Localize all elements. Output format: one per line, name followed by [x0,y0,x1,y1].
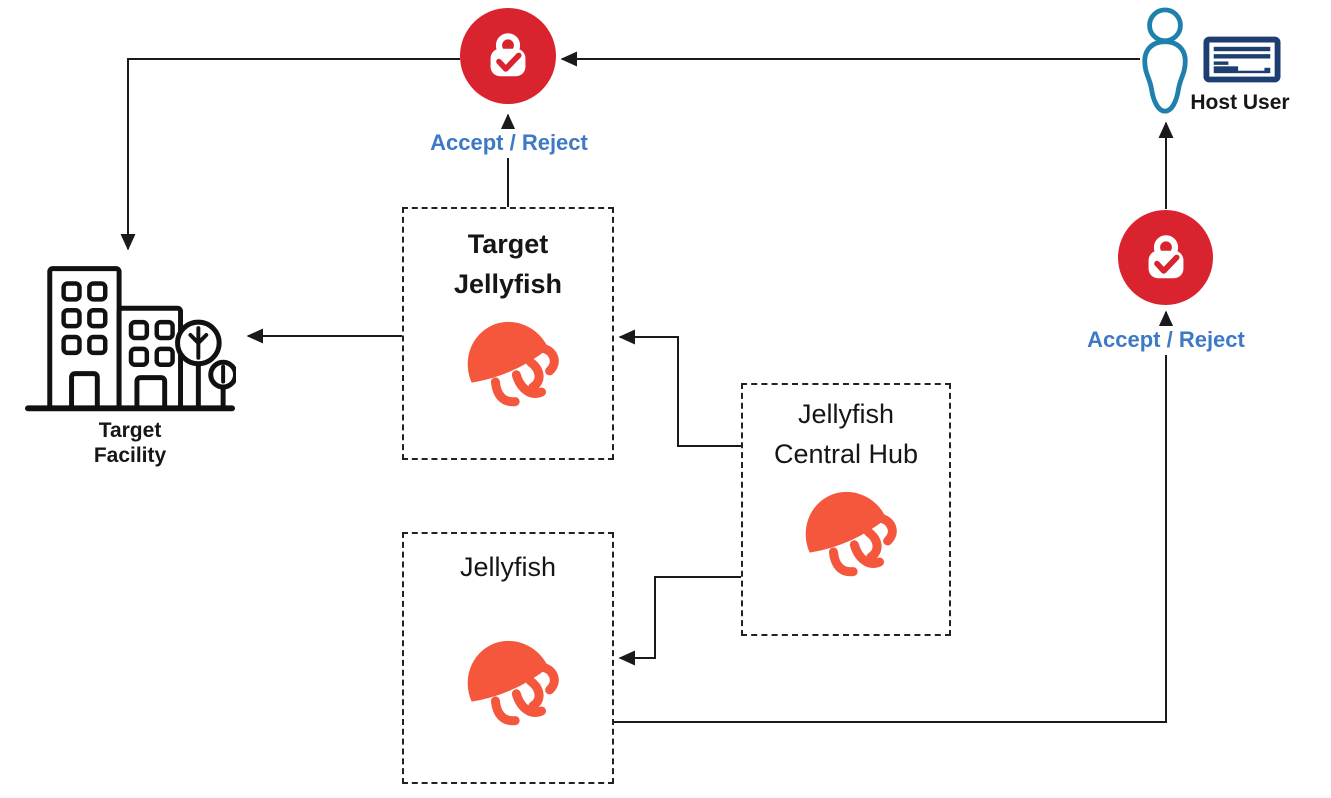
building-icon [24,266,236,412]
edge-jellyfish-to-lock-right [614,310,1174,723]
jellyfish-title: Jellyfish [459,552,557,582]
node-jellyfish-central-hub: Jellyfish Central Hub [741,383,951,636]
node-jellyfish: Jellyfish [402,532,614,784]
person-icon [1142,7,1188,114]
accept-reject-label-top: Accept / Reject [414,129,604,158]
jellyfish-icon [467,640,559,726]
node-target-jellyfish: Target Jellyfish [402,207,614,460]
node-host-user: Host User [1130,0,1305,122]
host-user-label: Host User [1190,91,1290,114]
node-target-facility: Target Facility [24,256,236,468]
target-jellyfish-title: Target Jellyfish [453,229,563,299]
jellyfish-central-hub-title: Jellyfish Central Hub [773,399,919,469]
lock-check-icon [1118,210,1213,305]
jellyfish-icon [805,491,897,577]
jellyfish-icon [467,321,559,407]
edge-lock-top-to-facility [120,58,460,251]
bank-card-icon [1203,36,1281,83]
accept-reject-label-right: Accept / Reject [1071,326,1261,355]
edge-hub-to-targetjellyfish [618,329,741,447]
lock-check-glyph [1148,234,1183,278]
target-facility-label: Target Facility [93,419,167,468]
lock-check-icon [460,8,556,104]
edge-hub-to-jellyfish [618,576,741,666]
lock-check-glyph [490,33,526,77]
